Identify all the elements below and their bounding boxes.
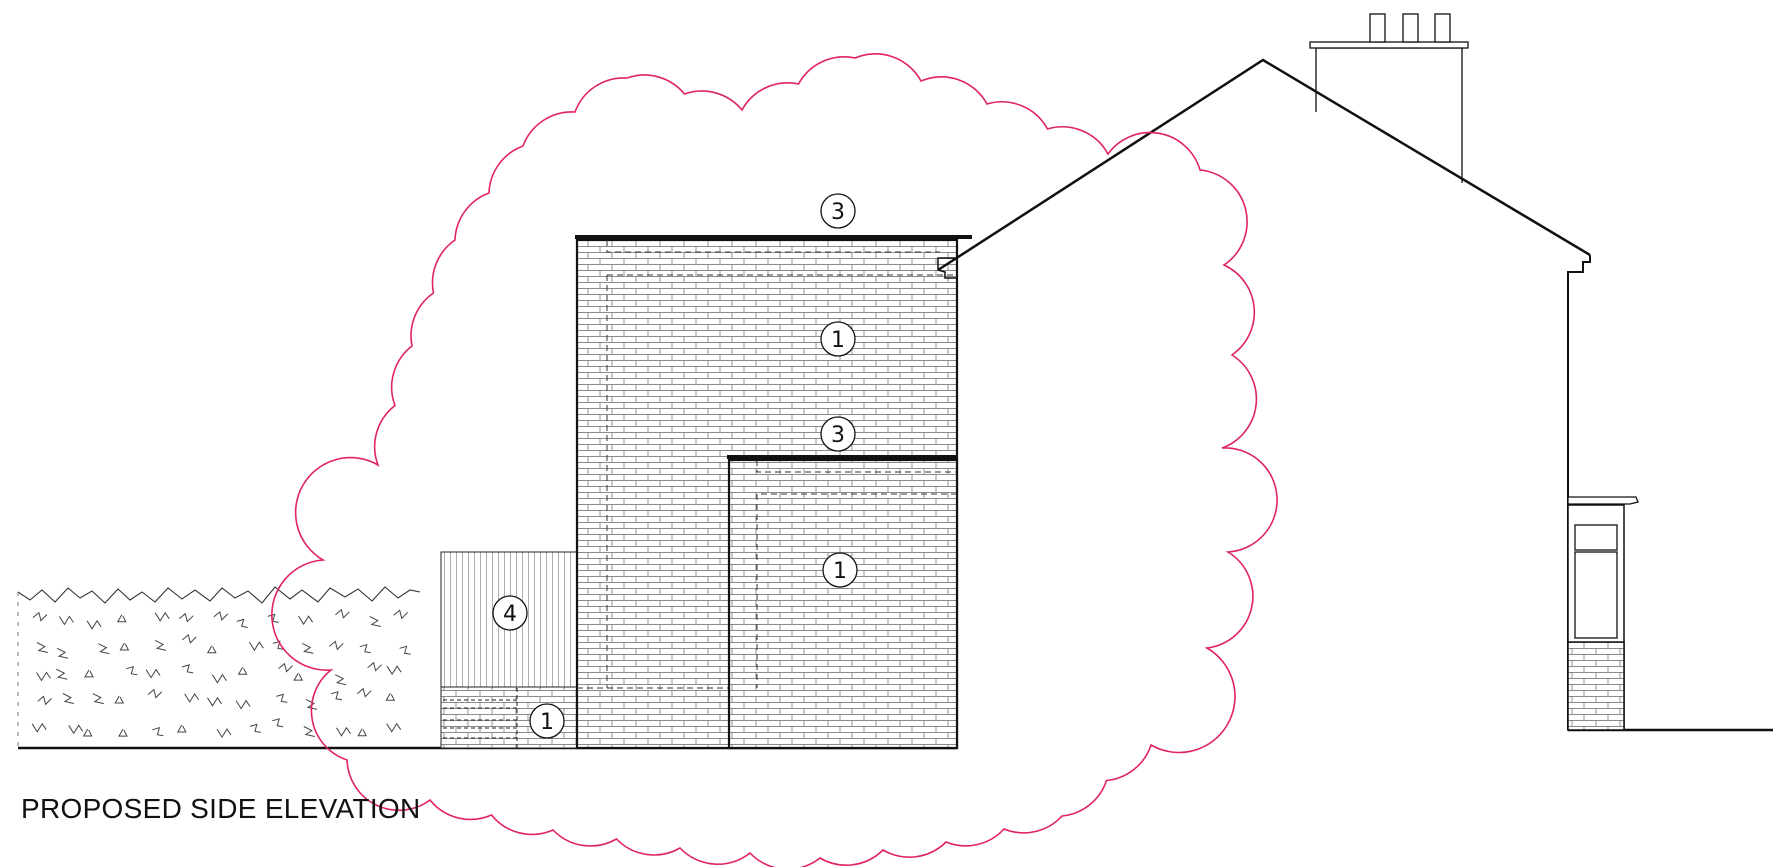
svg-text:4: 4 (503, 602, 517, 627)
hedge-mark (302, 642, 314, 654)
hedge-mark (276, 693, 288, 703)
svg-text:1: 1 (833, 559, 847, 584)
hedge-mark (86, 619, 102, 630)
hedge-mark (386, 722, 402, 733)
hedge-mark (154, 611, 170, 622)
hedge-mark (278, 662, 293, 673)
hedge-mark (118, 728, 128, 737)
hedge-mark (182, 664, 194, 674)
roof-note-upper: 3 (820, 193, 856, 229)
hedge-mark (249, 723, 261, 733)
hedge-hatch-icon (17, 586, 421, 748)
hedge-mark (181, 634, 197, 644)
hedge-mark (147, 688, 163, 699)
hedge-mark (178, 612, 194, 623)
existing-house-outline (937, 58, 1591, 730)
hedge-mark (367, 661, 382, 672)
hedge-mark (267, 613, 279, 623)
wall-note-upper: 1 (820, 321, 856, 357)
hedge-mark (37, 695, 52, 706)
svg-text:3: 3 (831, 200, 845, 225)
hedge-mark (184, 692, 200, 703)
lower-extension-wall (727, 455, 959, 750)
hedge-mark (56, 647, 69, 659)
hedge-mark (356, 687, 372, 698)
hedge-mark (207, 696, 222, 707)
hedge-mark (211, 673, 227, 684)
hedge-mark (369, 616, 381, 627)
porch-bay (1567, 496, 1639, 731)
hedge-mark (31, 722, 47, 733)
hedge-mark (98, 643, 110, 655)
hedge-mark (237, 667, 248, 675)
hedge-mark (216, 728, 232, 739)
hedge-mark (82, 728, 93, 737)
hedge-mark (235, 699, 251, 710)
hedge-mark (154, 639, 167, 651)
hedge-mark (152, 726, 164, 737)
hedge-mark (386, 665, 402, 676)
hedge-mark (335, 608, 350, 619)
hedge-mark (213, 611, 229, 621)
hedge-mark (145, 668, 161, 679)
hedge-mark (114, 695, 125, 704)
hedge-mark (359, 643, 371, 654)
revision-cloud-icon (271, 53, 1278, 867)
svg-text:3: 3 (831, 423, 845, 448)
hedge-mark (176, 724, 187, 733)
hedge-mark (56, 668, 68, 680)
hedge-mark (92, 693, 104, 705)
hedge-mark (334, 674, 347, 686)
hedge-mark (206, 645, 217, 654)
hedge-mark (272, 718, 284, 728)
hedge-mark (32, 611, 48, 622)
hedge-mark (248, 641, 264, 652)
cladding-note: 4 (492, 595, 528, 631)
drawing-caption: PROPOSED SIDE ELEVATION (21, 793, 421, 824)
hedge-mark (385, 693, 396, 701)
hedge-mark (336, 726, 351, 737)
wall-note-lower: 1 (822, 552, 858, 588)
plinth-note: 1 (529, 703, 565, 739)
hedge-mark (116, 614, 127, 623)
hedge-mark (293, 672, 304, 681)
hedge-mark (236, 618, 248, 628)
svg-text:1: 1 (831, 328, 845, 353)
roof-note-lower: 3 (820, 416, 856, 452)
hedge-mark (84, 669, 94, 678)
hedge-mark (58, 615, 74, 626)
hedge-mark (303, 726, 315, 737)
hedge-mark (36, 671, 51, 682)
hedge-mark (328, 640, 344, 651)
hedge-mark (357, 728, 368, 737)
svg-text:1: 1 (540, 710, 554, 735)
hedge-mark (272, 640, 284, 650)
hedge-mark (119, 642, 130, 651)
hedge-mark (298, 615, 314, 626)
chimney-icon (1309, 13, 1469, 183)
hedge-mark (62, 693, 75, 704)
hedge-mark (68, 724, 84, 735)
hedge-mark (399, 645, 411, 655)
hedge-mark (330, 691, 343, 701)
hedge-mark (36, 642, 48, 653)
hedge-mark (126, 665, 138, 676)
hedge-mark (393, 609, 409, 620)
